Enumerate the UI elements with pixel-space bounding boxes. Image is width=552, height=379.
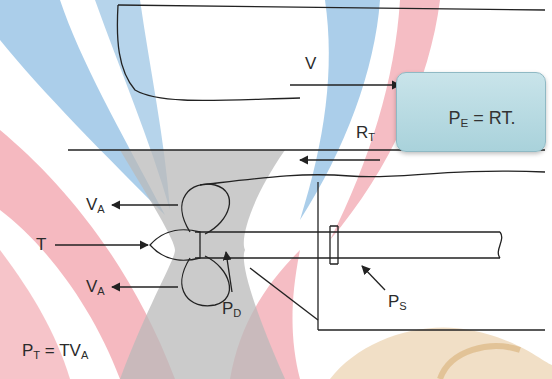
shaft-power-label: PS (388, 293, 407, 312)
hull-line (250, 268, 318, 320)
formula-box: PE = RT. (396, 72, 546, 152)
delivered-power-leader (226, 252, 232, 292)
advance-speed-label: VA (86, 196, 105, 215)
hull-deck-line (118, 5, 545, 10)
keel-line (318, 329, 545, 330)
delivered-power-label: PD (222, 300, 241, 319)
propeller-shaft (195, 232, 502, 258)
advance-speed-arrow (112, 286, 178, 287)
propeller-blade (182, 256, 230, 306)
shaft-power-leader (362, 266, 385, 290)
formula-text: PE = RT. (448, 109, 515, 129)
thrust-label: T (36, 236, 46, 253)
hull-stern-line (200, 171, 545, 185)
advance-speed-arrow (112, 204, 178, 205)
thrust-arrow (55, 244, 148, 245)
grey-hourglass (120, 150, 285, 379)
propeller-blade (182, 184, 230, 234)
shaft-coupling (330, 226, 338, 264)
tan-ornament (330, 327, 552, 379)
propeller-hub (150, 230, 200, 260)
hull-bow (117, 5, 300, 100)
resistance-label: RT (356, 124, 375, 143)
tan-ornament (440, 346, 520, 379)
thrust-power-label: PT = TVA (22, 342, 88, 361)
stern-post (317, 182, 318, 330)
speed-arrow (290, 84, 400, 85)
resistance-arrow (300, 159, 380, 160)
speed-label: V (305, 55, 316, 72)
advance-speed-label: VA (86, 278, 105, 297)
